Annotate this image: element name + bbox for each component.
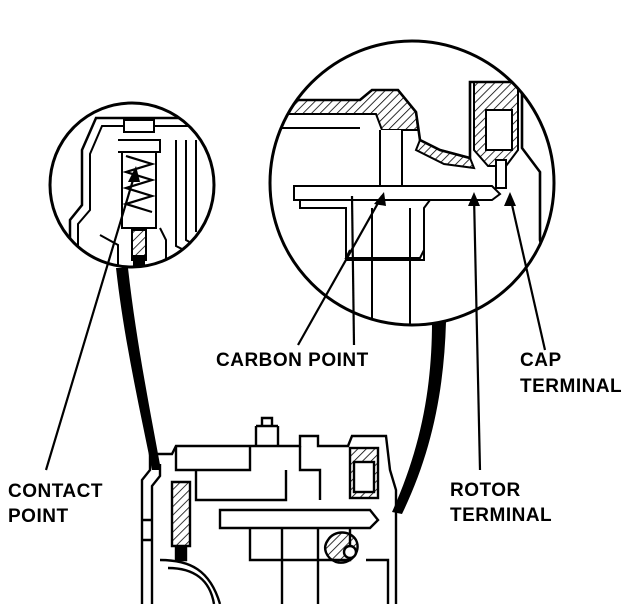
cap-rotor-magnifier <box>268 39 556 327</box>
label-cap-terminal-line1: CAP <box>520 350 562 371</box>
label-rotor-terminal-line1: ROTOR <box>450 480 521 501</box>
diagram-labels: CARBON POINT CAP TERMINAL CONTACT POINT … <box>8 350 622 527</box>
label-contact-point-line1: CONTACT <box>8 481 103 502</box>
leader-lines <box>297 195 547 471</box>
label-cap-terminal-line2: TERMINAL <box>520 376 622 397</box>
label-contact-point-line2: POINT <box>8 506 69 527</box>
distributor-assembly <box>140 416 398 604</box>
label-rotor-terminal-line2: TERMINAL <box>450 505 552 526</box>
connector-bands <box>116 268 446 514</box>
label-carbon-point: CARBON POINT <box>216 350 369 371</box>
leader-arrowheads <box>374 192 516 206</box>
contact-point-magnifier <box>44 101 216 471</box>
